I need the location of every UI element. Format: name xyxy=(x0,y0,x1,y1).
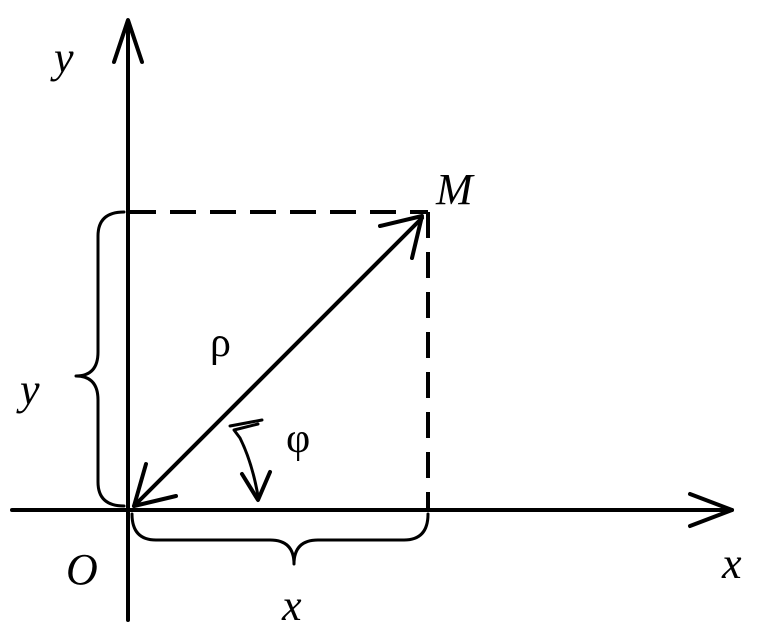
x-brace-label: x xyxy=(281,581,302,630)
x-axis-label: x xyxy=(721,539,742,588)
y-axis-label: y xyxy=(50,33,74,82)
x-axis-arrowhead xyxy=(688,492,734,528)
x-axis xyxy=(10,492,734,528)
y-axis xyxy=(112,18,144,622)
angle-arrowhead xyxy=(240,470,272,502)
radius-vector xyxy=(132,214,424,508)
radius-arrowhead-m xyxy=(378,214,424,260)
point-m-label: M xyxy=(435,165,475,214)
radius-rho-label: ρ xyxy=(210,320,231,366)
y-brace-label: y xyxy=(16,365,40,414)
angle-phi-label: φ xyxy=(286,416,310,462)
origin-label: O xyxy=(66,545,98,594)
x-brace xyxy=(130,512,430,566)
radius-arrowhead-origin xyxy=(132,462,178,508)
angle-arrow xyxy=(228,418,272,502)
y-brace xyxy=(74,210,126,508)
y-axis-arrowhead xyxy=(112,18,144,64)
